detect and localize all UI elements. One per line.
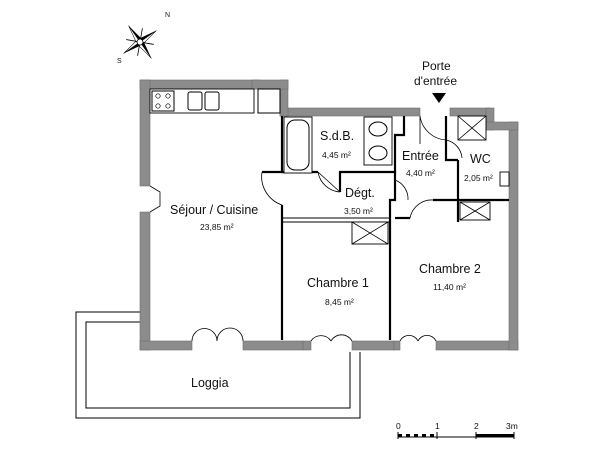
room-chambre2-name: Chambre 2 [419, 262, 481, 276]
scale-tick-3: 3m [506, 421, 518, 431]
room-degt-area: 3,50 m² [344, 206, 373, 216]
wc-fixture [457, 115, 510, 187]
scale-tick-1: 1 [435, 421, 440, 431]
exterior-walls [139, 79, 519, 351]
compass-rose [123, 25, 157, 59]
room-sdb-name: S.d.B. [320, 129, 354, 143]
storage-closet [459, 201, 491, 221]
room-sejour-area: 23,85 m² [200, 222, 234, 232]
scale-tick-0: 0 [396, 421, 401, 431]
room-chambre1-area: 8,45 m² [325, 297, 354, 307]
room-chambre1-name: Chambre 1 [307, 276, 369, 290]
room-entree-area: 4,40 m² [406, 168, 435, 178]
room-sejour-name: Séjour / Cuisine [170, 203, 258, 217]
room-degt-name: Dégt. [345, 186, 375, 200]
room-wc-area: 2,05 m² [464, 173, 493, 183]
bathtub [283, 116, 313, 174]
loggia-outline [75, 311, 361, 419]
room-sdb-area: 4,45 m² [322, 150, 351, 160]
doors [149, 115, 463, 342]
scale-tick-2: 2 [474, 421, 479, 431]
entrance-label-line1: Porte [422, 59, 451, 73]
entrance-arrow [432, 93, 446, 103]
interior-walls [262, 116, 509, 340]
room-entree-name: Entrée [402, 149, 439, 163]
compass-north-label: N [165, 12, 170, 19]
degt-closet [351, 221, 389, 245]
room-loggia-name: Loggia [191, 376, 229, 390]
kitchen-counter [149, 88, 281, 114]
washbasins [363, 116, 393, 166]
room-wc-name: WC [470, 152, 491, 166]
scale-bar [397, 432, 515, 439]
entrance-label-line2: d'entrée [414, 74, 457, 88]
room-chambre2-area: 11,40 m² [433, 282, 466, 292]
compass-south-label: S [117, 58, 122, 65]
